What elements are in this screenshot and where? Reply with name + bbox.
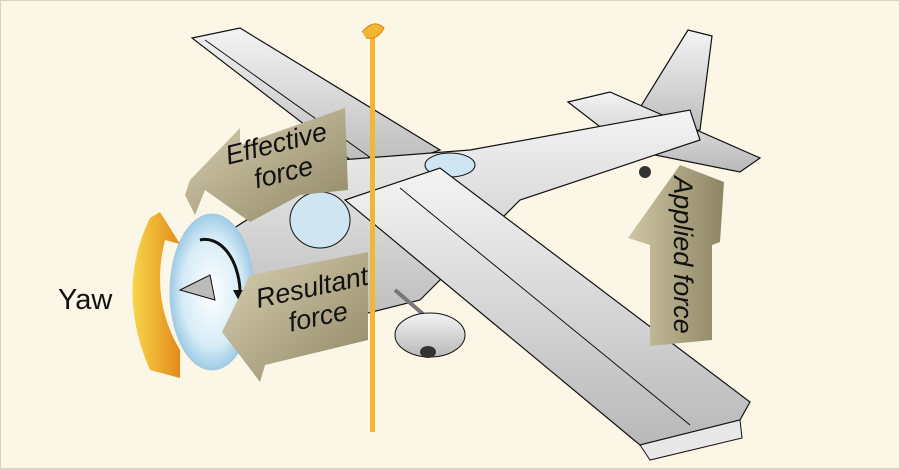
tail-wheel [639,166,651,178]
spinner [178,274,216,301]
applied-force-label: Applied force [668,176,698,334]
resultant-force-arrow [222,252,368,382]
effective-force-arrow [185,108,348,222]
windshield [289,191,351,249]
applied-force-arrow [628,165,724,346]
yaw-axis [361,23,385,432]
near-wing [343,167,751,461]
wing-tip [639,419,743,461]
rotation-arrow [199,237,242,291]
landing-gear [393,166,651,358]
yaw-label: Yaw [58,284,113,316]
yaw-arrow [132,212,180,378]
